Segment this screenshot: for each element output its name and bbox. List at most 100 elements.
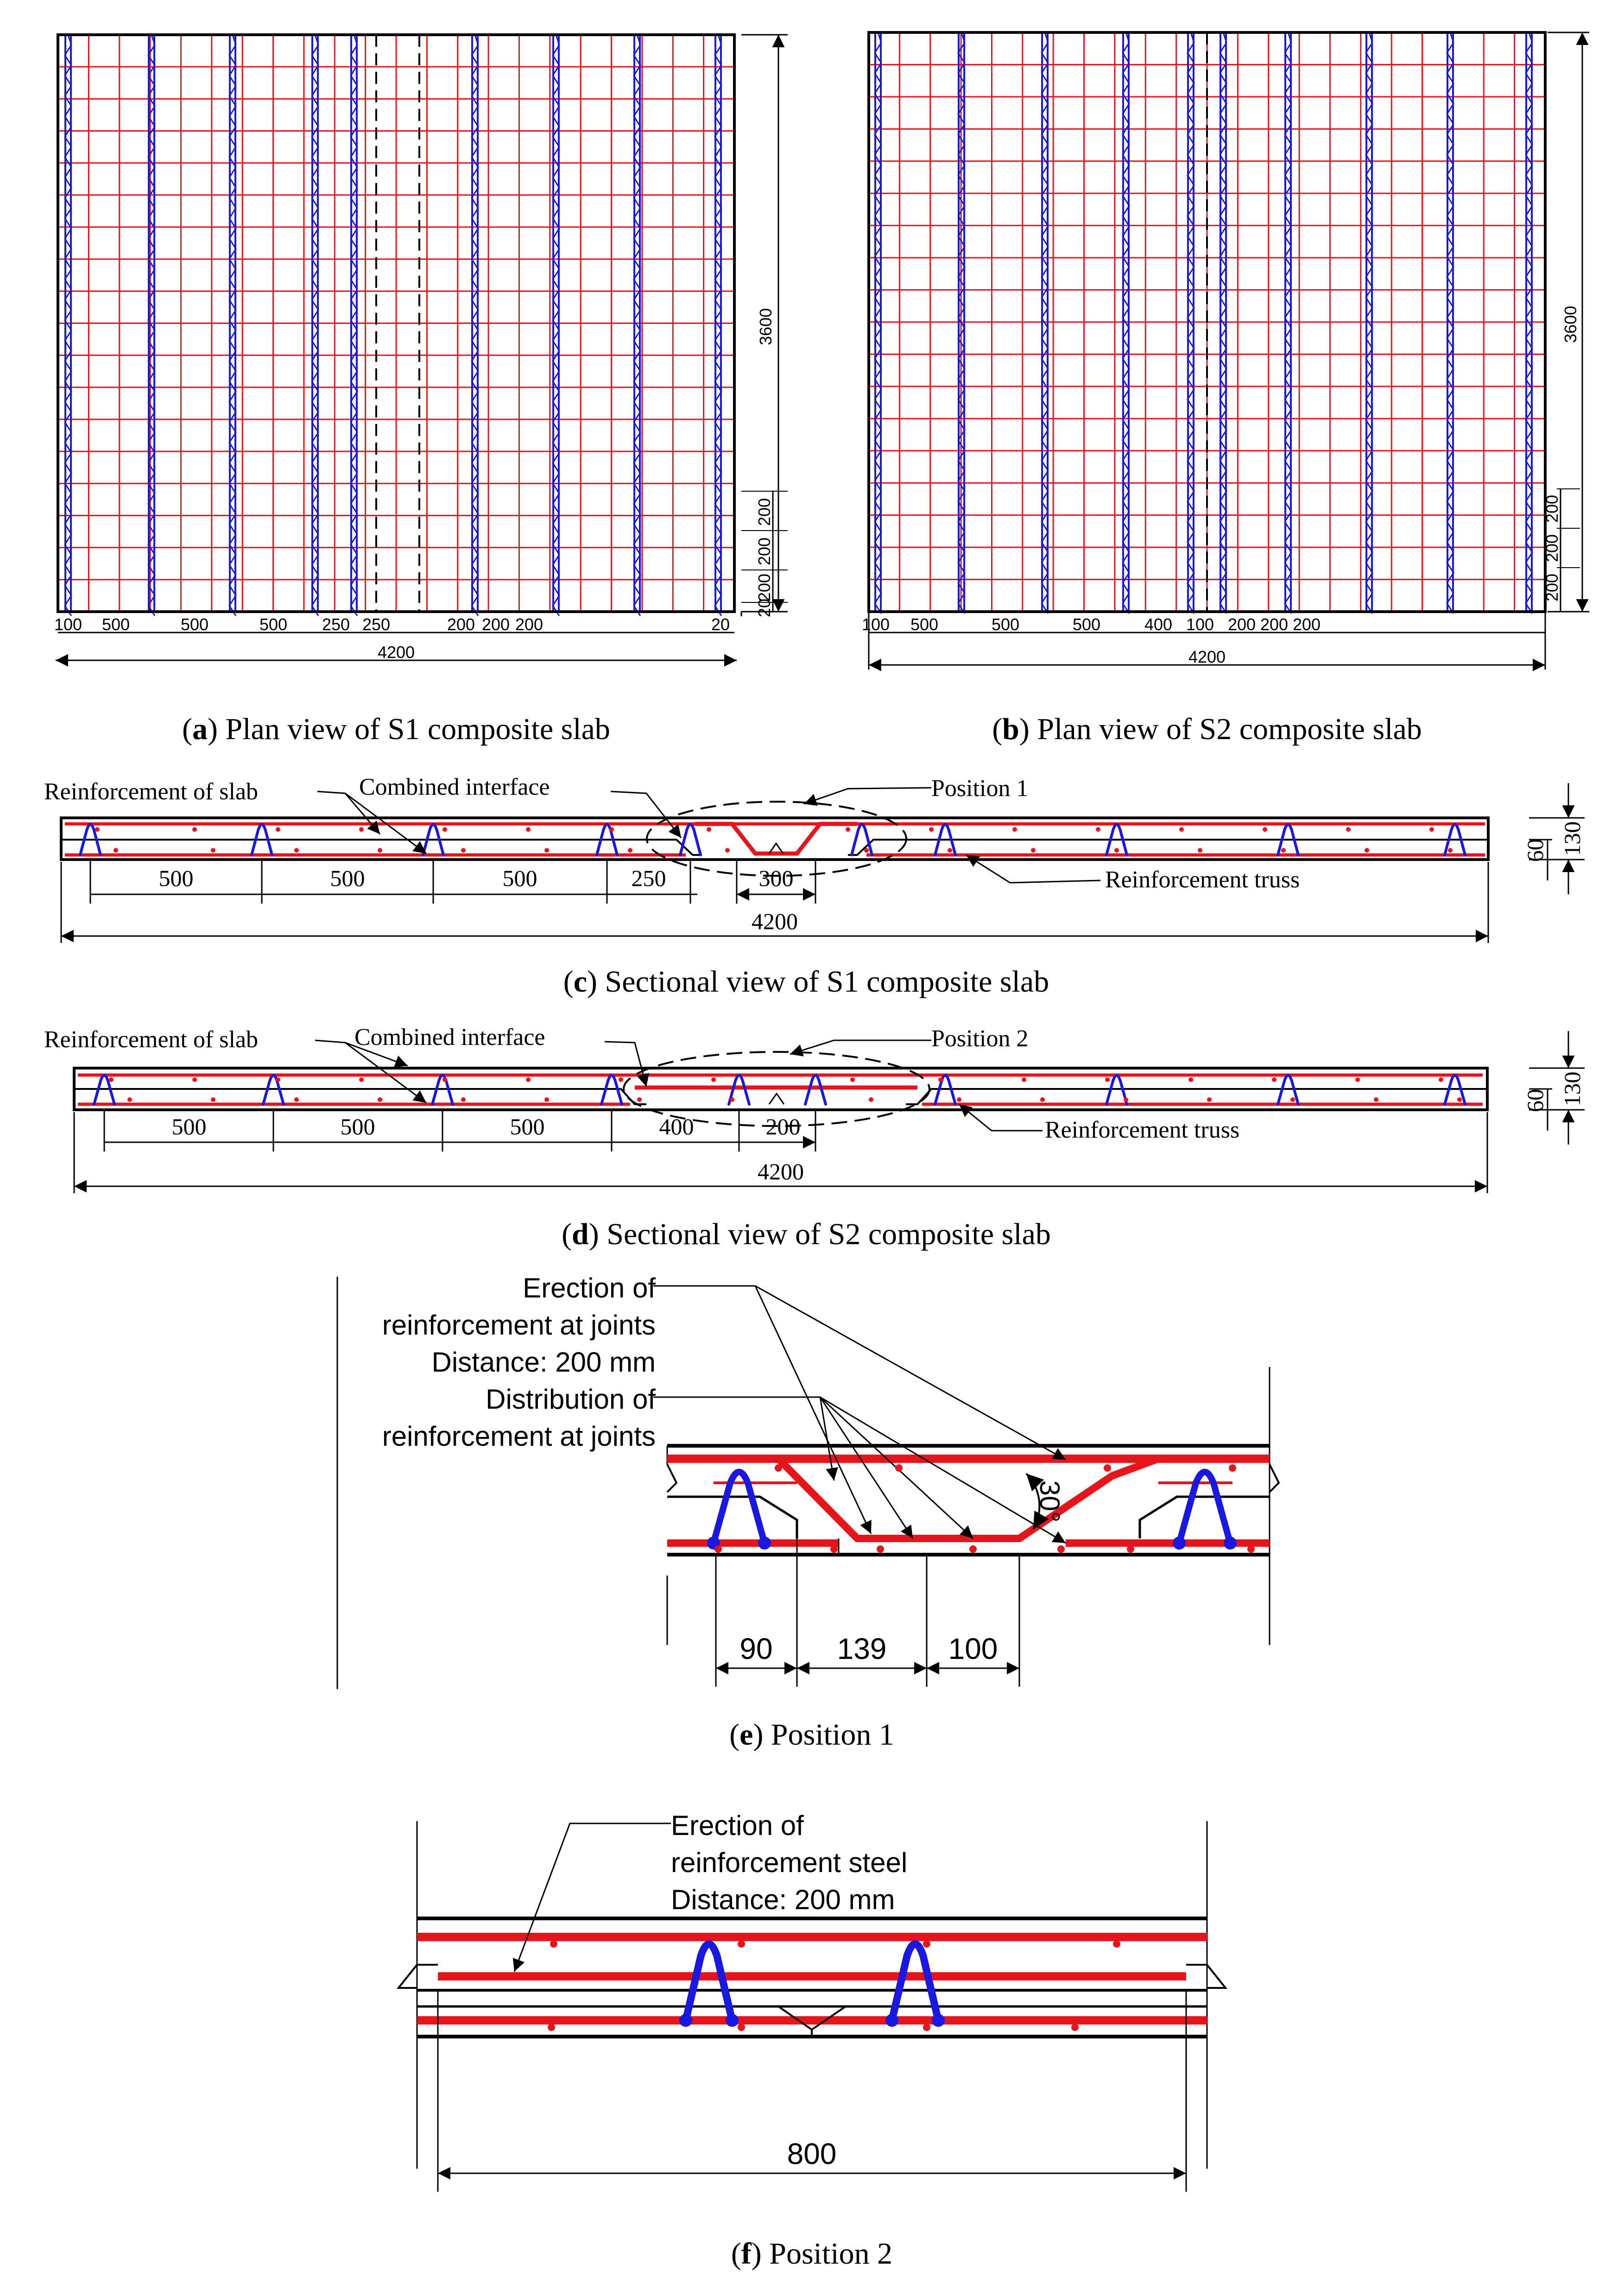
rebar-dot xyxy=(1040,1097,1045,1102)
rebar-dot xyxy=(276,1077,280,1082)
rebar-dot xyxy=(1127,1545,1134,1553)
rebar-dot xyxy=(544,848,549,853)
rebar-dot xyxy=(957,1097,961,1102)
slab-s1-rebar-grid xyxy=(58,35,734,612)
erection-f-line-2: Distance: 200 mm xyxy=(671,1884,895,1915)
rebar-dot xyxy=(276,827,280,832)
section-s2-dims xyxy=(73,1031,1585,1193)
position-1-leaders xyxy=(653,1285,1066,1544)
rebar-dot xyxy=(127,1097,132,1102)
truss xyxy=(682,1940,736,2024)
rebar-dot xyxy=(378,1097,382,1102)
slab-s1-truss-lines xyxy=(64,34,722,616)
dim-c-3: 250 xyxy=(632,865,666,891)
position-2-ellipse xyxy=(623,1051,930,1127)
dim-d-1: 500 xyxy=(341,1114,375,1139)
rebar-dot xyxy=(948,848,952,853)
truss-web xyxy=(714,34,722,616)
dim-f-800: 800 xyxy=(787,2137,837,2170)
rebar-dot xyxy=(1071,2024,1079,2031)
truss xyxy=(1105,1074,1128,1106)
truss-web xyxy=(1041,32,1049,614)
truss xyxy=(422,823,445,856)
rebar-dot xyxy=(526,827,531,832)
rebar-dot xyxy=(850,1077,855,1082)
rebar-dot xyxy=(929,827,934,832)
label-c-position: Position 1 xyxy=(931,775,1029,802)
rebar-dot xyxy=(628,848,632,853)
rebar-dot xyxy=(923,2024,930,2031)
rebar-dot xyxy=(1198,848,1202,853)
truss-node xyxy=(1224,1537,1237,1550)
rebar-dot xyxy=(609,827,614,832)
panel-d-section-s2: Reinforcement of slab Combined interface… xyxy=(44,1024,1585,1251)
rebar-dot xyxy=(738,2024,745,2031)
rebar-dot xyxy=(211,1097,215,1102)
rebar-dot xyxy=(544,1097,549,1102)
rebar-dot xyxy=(877,1545,884,1553)
section-s1-trusses xyxy=(79,823,1466,856)
dim-b-r2: 200 xyxy=(1542,574,1561,601)
rebar-dot xyxy=(1281,848,1286,853)
dim-b-total: 4200 xyxy=(1188,647,1226,666)
rebar-dot xyxy=(1346,827,1351,832)
position-1-ellipse xyxy=(646,801,907,877)
rebar-dot xyxy=(1124,1097,1128,1102)
rebar-dot xyxy=(461,1097,466,1102)
rebar-dot xyxy=(619,1077,623,1082)
slab-s2-truss-lines xyxy=(874,32,1533,614)
truss-node xyxy=(758,1537,771,1550)
rebar-dot xyxy=(969,1545,977,1553)
truss xyxy=(93,1074,116,1106)
rebar-dot xyxy=(109,1077,114,1082)
section-s2-leaders xyxy=(315,1039,1043,1132)
dim-a-height: 3600 xyxy=(756,308,775,345)
panel-e-position-1: 30° Erection of reinforcement at joints … xyxy=(336,1272,1280,1752)
truss xyxy=(850,823,873,856)
rebar-dot xyxy=(725,848,730,853)
dim-b-r1: 200 xyxy=(1542,534,1561,562)
truss xyxy=(679,823,702,856)
dim-b-7: 200 xyxy=(1260,615,1288,634)
rebar-dot xyxy=(1179,827,1184,832)
panel-f-position-2: Erection of reinforcement steel Distance… xyxy=(396,1810,1228,2271)
truss-web xyxy=(1284,32,1292,614)
angle-30-label: 30° xyxy=(1034,1481,1065,1523)
slab-s2-rebar-grid xyxy=(869,32,1545,612)
truss-web xyxy=(957,32,966,614)
rebar-dot xyxy=(378,848,382,853)
dim-a-1: 500 xyxy=(102,615,130,634)
dim-b-height: 3600 xyxy=(1561,306,1580,343)
dim-c-4: 300 xyxy=(759,865,794,891)
distribution-line-1: reinforcement at joints xyxy=(382,1421,656,1452)
truss xyxy=(710,1468,768,1546)
rebar-dot xyxy=(923,1940,930,1948)
rebar-dot xyxy=(830,1545,838,1553)
rebar-dot xyxy=(637,1097,642,1102)
rebar-dot xyxy=(211,848,215,853)
truss xyxy=(888,1940,942,2024)
slab-s1-outline xyxy=(57,33,736,613)
truss-web xyxy=(633,34,641,616)
rebar-dot xyxy=(730,1097,734,1102)
rebar-dot xyxy=(1022,1077,1026,1082)
truss xyxy=(804,1074,827,1106)
truss xyxy=(727,1074,751,1106)
rebar-dot xyxy=(1057,1545,1065,1553)
rebar-dot xyxy=(1247,1545,1255,1553)
panel-b-plan-view: 100 500 500 500 400 100 200 200 200 4200… xyxy=(862,31,1589,746)
rebar-dot xyxy=(548,2024,555,2031)
dim-a-8: 200 xyxy=(515,615,543,634)
label-d-position: Position 2 xyxy=(931,1025,1029,1052)
dim-a-9: 20 xyxy=(711,615,730,634)
erection-f-line-0: Erection of xyxy=(671,1810,804,1841)
truss xyxy=(1443,823,1466,856)
dim-b-r0: 200 xyxy=(1542,495,1561,523)
label-c-truss: Reinforcement truss xyxy=(1105,867,1300,893)
rebar-dot xyxy=(1105,1077,1110,1082)
caption-b: (b) Plan view of S2 composite slab xyxy=(992,712,1422,746)
truss-web xyxy=(350,34,358,616)
section-s1-leaders xyxy=(317,787,1101,884)
rebar-dot xyxy=(1272,1077,1276,1082)
